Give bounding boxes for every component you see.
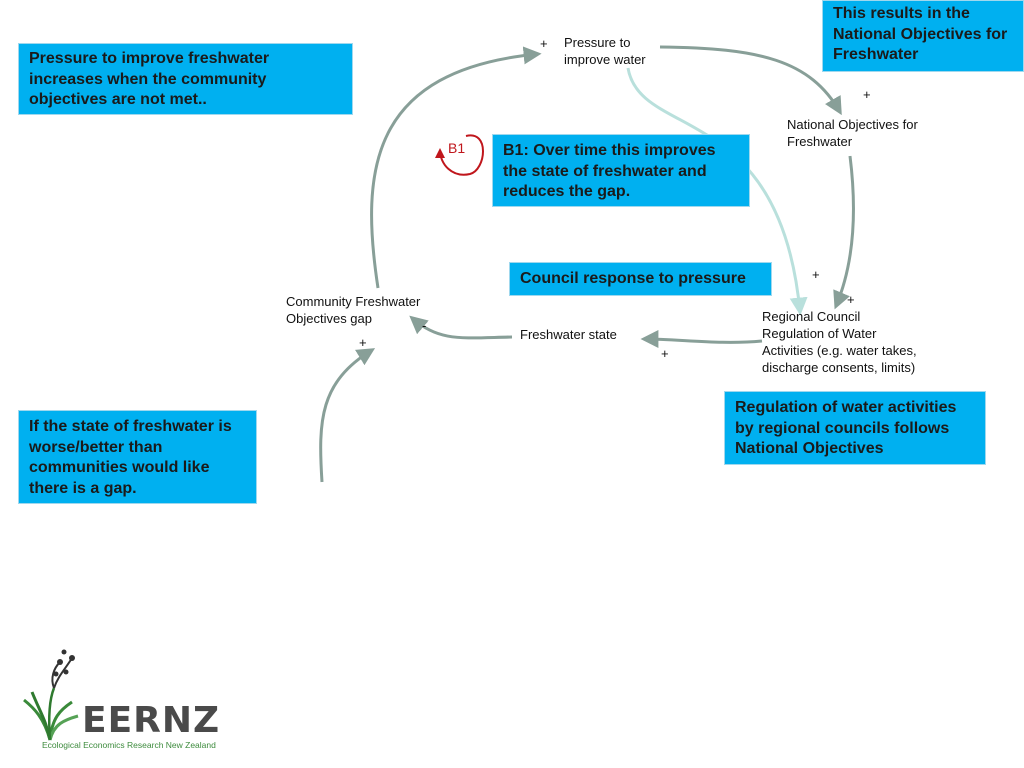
national-objectives-box: This results in the National Objectives … bbox=[822, 0, 1024, 72]
polarity-gap-plus: + bbox=[359, 335, 367, 350]
arrow-national-to-regional bbox=[833, 155, 856, 310]
variable-pressure: Pressure to improve water bbox=[564, 35, 646, 67]
polarity-pressure: + bbox=[540, 36, 548, 51]
arrow-gap-to-pressure bbox=[370, 46, 542, 289]
variable-objectives-gap: Community Freshwater Objectives gap bbox=[286, 294, 421, 326]
eernz-logo: EERNZ Ecological Economics Research New … bbox=[20, 648, 220, 758]
gap-exists-box: If the state of freshwater is worse/bett… bbox=[18, 410, 257, 504]
logo-tagline: Ecological Economics Research New Zealan… bbox=[42, 740, 216, 750]
b1-improves-box: B1: Over time this improves the state of… bbox=[492, 134, 750, 207]
loop-b1-arrow bbox=[435, 134, 484, 176]
polarity-national: + bbox=[863, 87, 871, 102]
pressure-increase-box: Pressure to improve freshwater increases… bbox=[18, 43, 353, 115]
regulation-follows-box: Regulation of water activities by region… bbox=[724, 391, 986, 465]
variable-freshwater-state: Freshwater state bbox=[520, 327, 617, 342]
arrow-regional-to-state bbox=[640, 330, 763, 349]
arrow-state-to-gap bbox=[409, 315, 513, 340]
variable-regional-regulation: Regional Council Regulation of Water Act… bbox=[762, 309, 917, 375]
flax-plant-icon bbox=[23, 649, 79, 741]
polarity-regional-left: + bbox=[812, 267, 820, 282]
loop-label-b1: B1 bbox=[448, 140, 466, 156]
variable-national-objectives: National Objectives for Freshwater bbox=[787, 117, 918, 149]
polarity-gap-minus: - bbox=[422, 318, 427, 333]
logo-wordmark: EERNZ bbox=[82, 700, 221, 741]
arrow-pressure-to-national bbox=[659, 45, 842, 116]
arrow-external-to-gap bbox=[319, 348, 376, 483]
polarity-regional-right: + bbox=[847, 292, 855, 307]
council-response-box: Council response to pressure bbox=[509, 262, 772, 296]
polarity-state: + bbox=[661, 346, 669, 361]
